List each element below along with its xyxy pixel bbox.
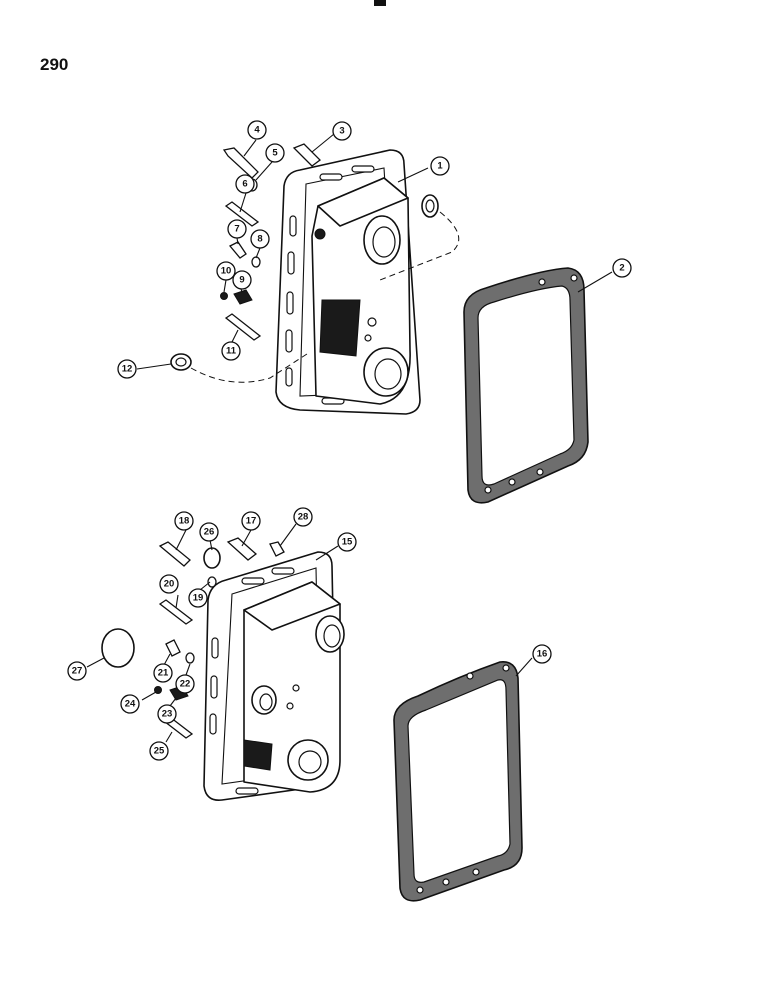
washer-item-19 — [207, 576, 217, 588]
hardware-lower — [154, 537, 285, 739]
washer-item-22 — [185, 652, 195, 664]
svg-text:6: 6 — [242, 179, 247, 190]
callout-25: 25 — [149, 741, 169, 761]
callout-17: 17 — [241, 511, 261, 531]
svg-text:5: 5 — [272, 148, 278, 159]
bolt-item-17 — [226, 537, 258, 561]
svg-text:16: 16 — [537, 649, 548, 660]
svg-text:24: 24 — [125, 699, 136, 710]
header-fragment-mark — [374, 0, 386, 6]
svg-text:3: 3 — [339, 126, 344, 137]
bolt-item-7 — [228, 241, 247, 259]
seal-ring-item-12-bore — [175, 357, 187, 367]
svg-text:4: 4 — [254, 125, 260, 136]
plug-item-26 — [203, 547, 221, 569]
svg-text:21: 21 — [158, 668, 169, 679]
bolt-item-3 — [292, 143, 321, 167]
svg-text:17: 17 — [246, 516, 257, 527]
callout-18: 18 — [174, 511, 194, 531]
nut-item-10 — [220, 292, 228, 300]
callout-8: 8 — [250, 229, 270, 249]
callout-9: 9 — [232, 270, 252, 290]
svg-text:28: 28 — [298, 512, 309, 523]
callout-22: 22 — [175, 674, 195, 694]
svg-text:8: 8 — [257, 234, 262, 245]
callout-16: 16 — [532, 644, 552, 664]
callout-19: 19 — [188, 588, 208, 608]
callout-21: 21 — [153, 663, 173, 683]
bolt-item-21 — [165, 639, 181, 657]
svg-text:10: 10 — [221, 266, 232, 277]
gasket-upper — [463, 267, 589, 504]
plug-item-27 — [101, 628, 135, 668]
gasket-lower — [393, 661, 523, 902]
callout-12: 12 — [117, 359, 137, 379]
leader-lines — [86, 133, 613, 743]
washer-item-8 — [251, 256, 261, 268]
svg-text:9: 9 — [239, 275, 244, 286]
svg-text:11: 11 — [226, 346, 237, 357]
callout-11: 11 — [221, 341, 241, 361]
nut-item-24 — [154, 686, 162, 694]
stud-item-11 — [224, 313, 262, 341]
alignment-line-lower — [190, 351, 311, 383]
hardware-upper — [220, 143, 321, 341]
svg-text:19: 19 — [193, 593, 204, 604]
svg-text:2: 2 — [619, 263, 624, 274]
svg-text:1: 1 — [437, 161, 443, 172]
cover-plate-upper — [275, 149, 421, 415]
callout-27: 27 — [67, 661, 87, 681]
fitting-item-9 — [233, 289, 253, 305]
callout-20: 20 — [159, 574, 179, 594]
callout-4: 4 — [247, 120, 267, 140]
callout-1: 1 — [430, 156, 450, 176]
page-number: 290 — [40, 55, 69, 74]
flange-holes-lower — [209, 567, 295, 795]
callout-7: 7 — [227, 219, 247, 239]
seal-ring-upper-right-bore — [425, 199, 435, 213]
svg-text:23: 23 — [162, 709, 173, 720]
svg-text:25: 25 — [154, 746, 165, 757]
callout-10: 10 — [216, 261, 236, 281]
svg-text:20: 20 — [164, 579, 175, 590]
svg-text:18: 18 — [179, 516, 190, 527]
stud-item-20 — [158, 599, 194, 625]
cover-plate-lower — [203, 551, 345, 802]
callout-28: 28 — [293, 507, 313, 527]
callout-5: 5 — [265, 143, 285, 163]
callout-24: 24 — [120, 694, 140, 714]
bolt-item-18 — [158, 541, 191, 567]
callout-26: 26 — [199, 522, 219, 542]
callout-6: 6 — [235, 174, 255, 194]
callout-23: 23 — [157, 704, 177, 724]
callout-2: 2 — [612, 258, 632, 278]
svg-text:22: 22 — [180, 679, 191, 690]
screw-item-28 — [269, 541, 285, 557]
flange-holes-upper — [285, 165, 375, 405]
svg-text:27: 27 — [72, 666, 83, 677]
svg-text:26: 26 — [204, 527, 215, 538]
bolt-item-4 — [222, 147, 259, 179]
callout-15: 15 — [337, 532, 357, 552]
alignment-line-upper — [379, 211, 460, 281]
callout-3: 3 — [332, 121, 352, 141]
stud-item-6 — [224, 201, 260, 227]
svg-text:7: 7 — [234, 224, 239, 235]
svg-text:15: 15 — [342, 537, 353, 548]
svg-text:12: 12 — [122, 364, 133, 375]
